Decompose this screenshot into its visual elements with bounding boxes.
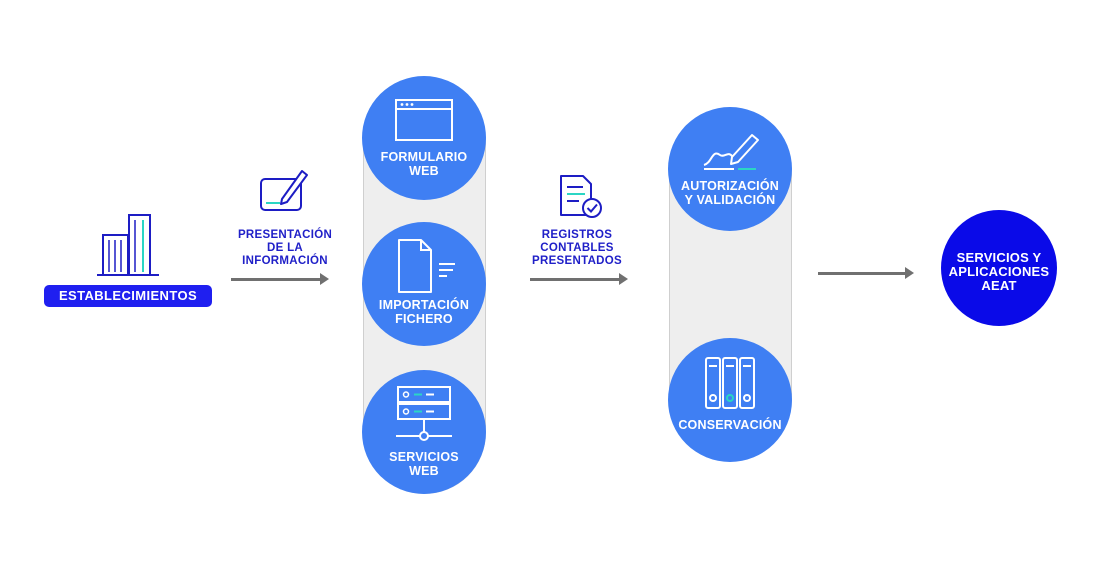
channel-web-services: SERVICIOS WEB [362, 370, 486, 494]
channel-web-form-label: FORMULARIO WEB [380, 150, 468, 178]
conservation: CONSERVACIÓN [668, 338, 792, 462]
channel-web-services-label: SERVICIOS WEB [389, 450, 459, 478]
aeat-services-circle: SERVICIOS Y APLICACIONES AEAT [941, 210, 1057, 326]
channel-file-import: IMPORTACIÓN FICHERO [362, 222, 486, 346]
document-file-icon [398, 239, 455, 293]
step2-caption: REGISTROS CONTABLES PRESENTADOS [532, 229, 622, 267]
establishments-badge: ESTABLECIMIENTOS [44, 285, 212, 307]
channel-web-form: FORMULARIO WEB [362, 76, 486, 200]
authorization-validation: AUTORIZACIÓN Y VALIDACIÓN [668, 107, 792, 231]
arrow-3 [818, 267, 914, 279]
channel-file-import-label: IMPORTACIÓN FICHERO [378, 298, 470, 326]
server-network-icon [396, 386, 452, 441]
registered-document-icon [560, 175, 602, 218]
arrow-2 [530, 273, 628, 285]
binders-archive-icon [705, 357, 755, 409]
step1-caption: PRESENTACIÓN DE LA INFORMACIÓN [237, 229, 333, 267]
browser-window-icon [395, 99, 453, 141]
conservation-label: CONSERVACIÓN [678, 418, 782, 432]
authorization-validation-label: AUTORIZACIÓN Y VALIDACIÓN [681, 179, 779, 207]
signature-pen-icon [703, 134, 759, 170]
signature-pad-icon [260, 170, 308, 211]
arrow-1 [231, 273, 329, 285]
aeat-services-label: SERVICIOS Y APLICACIONES AEAT [948, 250, 1050, 293]
buildings-icon [97, 214, 159, 276]
